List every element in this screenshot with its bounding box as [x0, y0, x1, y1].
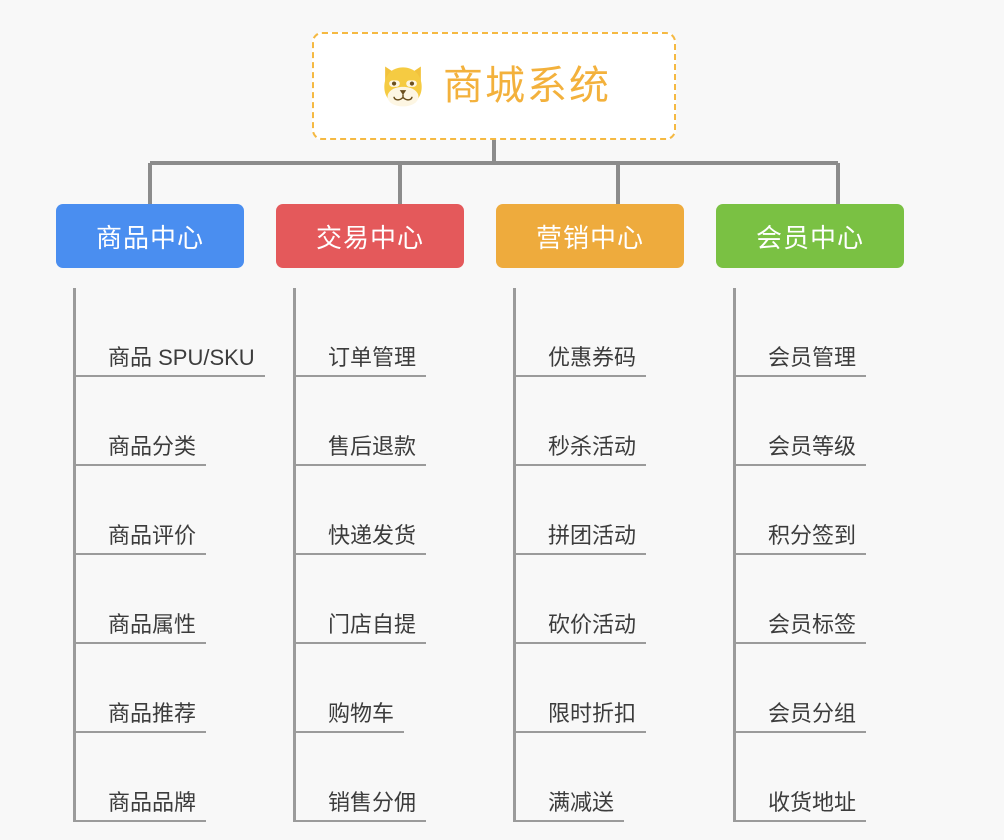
branch-column-2: 营销中心 优惠券码 秒杀活动 拼团活动 砍价活动 限时折扣 满减送 — [496, 204, 716, 822]
item-underline — [296, 820, 426, 822]
item-underline — [296, 375, 426, 377]
branch-header-2[interactable]: 营销中心 — [496, 204, 684, 268]
list-item-label: 会员分组 — [768, 701, 857, 726]
item-underline — [296, 553, 426, 555]
list-item-label: 商品推荐 — [108, 701, 197, 726]
item-underline — [516, 553, 646, 555]
item-underline — [296, 464, 426, 466]
branch-items-3: 会员管理 会员等级 积分签到 会员标签 会员分组 收货地址 — [733, 288, 936, 822]
list-item[interactable]: 会员标签 — [736, 555, 936, 644]
item-underline — [516, 464, 646, 466]
list-item-label: 优惠券码 — [548, 345, 637, 370]
list-item[interactable]: 购物车 — [296, 644, 496, 733]
shiba-dog-icon — [384, 66, 422, 107]
item-underline — [736, 553, 866, 555]
list-item[interactable]: 积分签到 — [736, 466, 936, 555]
list-item-label: 会员标签 — [768, 612, 857, 637]
item-underline — [736, 375, 866, 377]
item-underline — [736, 642, 866, 644]
root-node[interactable]: 商城系统 — [312, 32, 676, 140]
item-underline — [516, 375, 646, 377]
list-item-label: 销售分佣 — [328, 790, 417, 815]
branch-items-2: 优惠券码 秒杀活动 拼团活动 砍价活动 限时折扣 满减送 — [513, 288, 716, 822]
list-item-label: 满减送 — [548, 790, 615, 815]
list-item[interactable]: 商品品牌 — [76, 733, 276, 822]
item-underline — [76, 375, 265, 377]
item-underline — [736, 464, 866, 466]
list-item[interactable]: 砍价活动 — [516, 555, 716, 644]
list-item-label: 门店自提 — [328, 612, 417, 637]
item-underline — [76, 731, 206, 733]
list-item[interactable]: 售后退款 — [296, 377, 496, 466]
list-item[interactable]: 快递发货 — [296, 466, 496, 555]
list-item-label: 砍价活动 — [548, 612, 637, 637]
item-underline — [296, 642, 426, 644]
root-title: 商城系统 — [443, 64, 611, 108]
list-item[interactable]: 优惠券码 — [516, 288, 716, 377]
list-item[interactable]: 秒杀活动 — [516, 377, 716, 466]
list-item[interactable]: 商品属性 — [76, 555, 276, 644]
item-underline — [76, 642, 206, 644]
list-item[interactable]: 销售分佣 — [296, 733, 496, 822]
item-underline — [76, 464, 206, 466]
list-item-label: 购物车 — [328, 701, 395, 726]
list-item[interactable]: 商品评价 — [76, 466, 276, 555]
list-item-label: 拼团活动 — [548, 523, 637, 548]
list-item-label: 商品分类 — [108, 434, 197, 459]
item-underline — [76, 820, 206, 822]
list-item-label: 商品 SPU/SKU — [108, 345, 255, 370]
list-item[interactable]: 满减送 — [516, 733, 716, 822]
item-underline — [516, 642, 646, 644]
branch-column-3: 会员中心 会员管理 会员等级 积分签到 会员标签 会员分组 收货地址 — [716, 204, 936, 822]
item-underline — [516, 731, 646, 733]
branch-column-0: 商品中心 商品 SPU/SKU 商品分类 商品评价 商品属性 商品推荐 商品品牌 — [56, 204, 276, 822]
list-item-label: 商品品牌 — [108, 790, 197, 815]
list-item-label: 收货地址 — [768, 790, 857, 815]
list-item-label: 限时折扣 — [548, 701, 637, 726]
list-item[interactable]: 门店自提 — [296, 555, 496, 644]
list-item[interactable]: 会员等级 — [736, 377, 936, 466]
list-item-label: 快递发货 — [328, 523, 417, 548]
list-item[interactable]: 收货地址 — [736, 733, 936, 822]
list-item-label: 积分签到 — [768, 523, 857, 548]
branch-header-3[interactable]: 会员中心 — [716, 204, 904, 268]
item-underline — [516, 820, 624, 822]
branch-column-1: 交易中心 订单管理 售后退款 快递发货 门店自提 购物车 销售分佣 — [276, 204, 496, 822]
list-item-label: 会员等级 — [768, 434, 857, 459]
list-item-label: 商品属性 — [108, 612, 197, 637]
item-underline — [296, 731, 404, 733]
branch-header-1[interactable]: 交易中心 — [276, 204, 464, 268]
list-item[interactable]: 商品 SPU/SKU — [76, 288, 276, 377]
branch-items-0: 商品 SPU/SKU 商品分类 商品评价 商品属性 商品推荐 商品品牌 — [73, 288, 276, 822]
list-item-label: 秒杀活动 — [548, 434, 637, 459]
item-underline — [736, 820, 866, 822]
list-item[interactable]: 订单管理 — [296, 288, 496, 377]
item-underline — [736, 731, 866, 733]
item-underline — [76, 553, 206, 555]
list-item-label: 会员管理 — [768, 345, 857, 370]
list-item[interactable]: 会员分组 — [736, 644, 936, 733]
list-item-label: 订单管理 — [328, 345, 417, 370]
list-item[interactable]: 拼团活动 — [516, 466, 716, 555]
list-item[interactable]: 限时折扣 — [516, 644, 716, 733]
list-item[interactable]: 商品分类 — [76, 377, 276, 466]
branch-header-0[interactable]: 商品中心 — [56, 204, 244, 268]
branch-items-1: 订单管理 售后退款 快递发货 门店自提 购物车 销售分佣 — [293, 288, 496, 822]
list-item-label: 售后退款 — [328, 434, 417, 459]
list-item[interactable]: 商品推荐 — [76, 644, 276, 733]
list-item-label: 商品评价 — [108, 523, 197, 548]
list-item[interactable]: 会员管理 — [736, 288, 936, 377]
